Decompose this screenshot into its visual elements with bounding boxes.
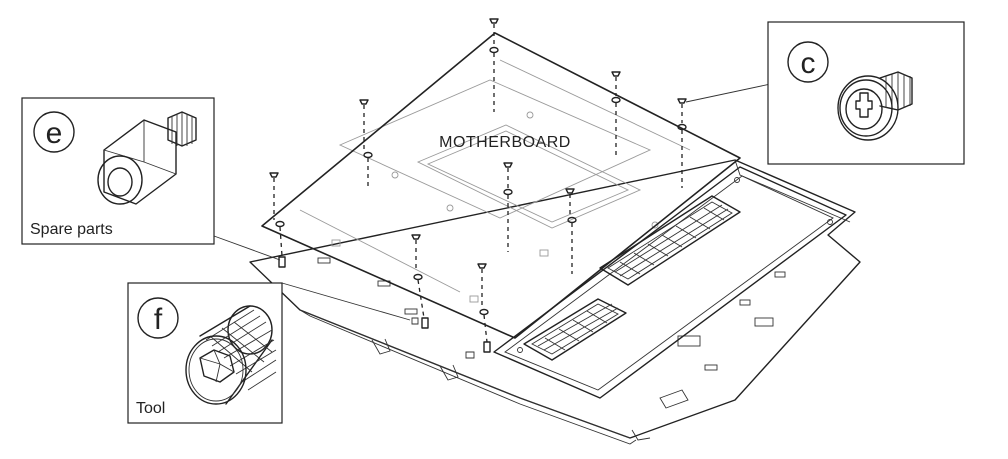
chassis-tray xyxy=(249,159,861,445)
callout-c: c xyxy=(685,21,965,165)
standoffs xyxy=(278,256,491,359)
standoff-detail-icon xyxy=(97,111,197,205)
vent-grille-upper xyxy=(599,195,741,286)
callout-f: f Tool xyxy=(127,282,411,424)
callout-f-caption: Tool xyxy=(136,400,165,417)
vent-grille-lower xyxy=(523,298,627,361)
screw-4 xyxy=(359,99,373,188)
motherboard: MOTHERBOARD xyxy=(261,32,741,339)
front-panel xyxy=(493,166,847,399)
callout-e-caption: Spare parts xyxy=(30,221,113,238)
screw-3 xyxy=(677,98,687,188)
mounting-screws xyxy=(269,18,687,343)
screw-6 xyxy=(565,188,577,274)
screw-5 xyxy=(503,162,513,252)
screw-7 xyxy=(269,172,285,257)
screw-1 xyxy=(489,18,499,112)
callout-e: e Spare parts xyxy=(21,97,281,261)
screw-2 xyxy=(611,71,621,158)
callout-c-letter: c xyxy=(801,47,816,80)
screw-detail-icon xyxy=(837,71,913,141)
motherboard-label: MOTHERBOARD xyxy=(439,134,571,151)
callout-f-letter: f xyxy=(154,303,163,336)
screw-8 xyxy=(411,234,425,319)
screw-9 xyxy=(477,263,489,343)
tray-detail-through-board xyxy=(299,59,691,303)
socket-tool-icon xyxy=(185,305,277,405)
callout-e-letter: e xyxy=(46,117,63,150)
